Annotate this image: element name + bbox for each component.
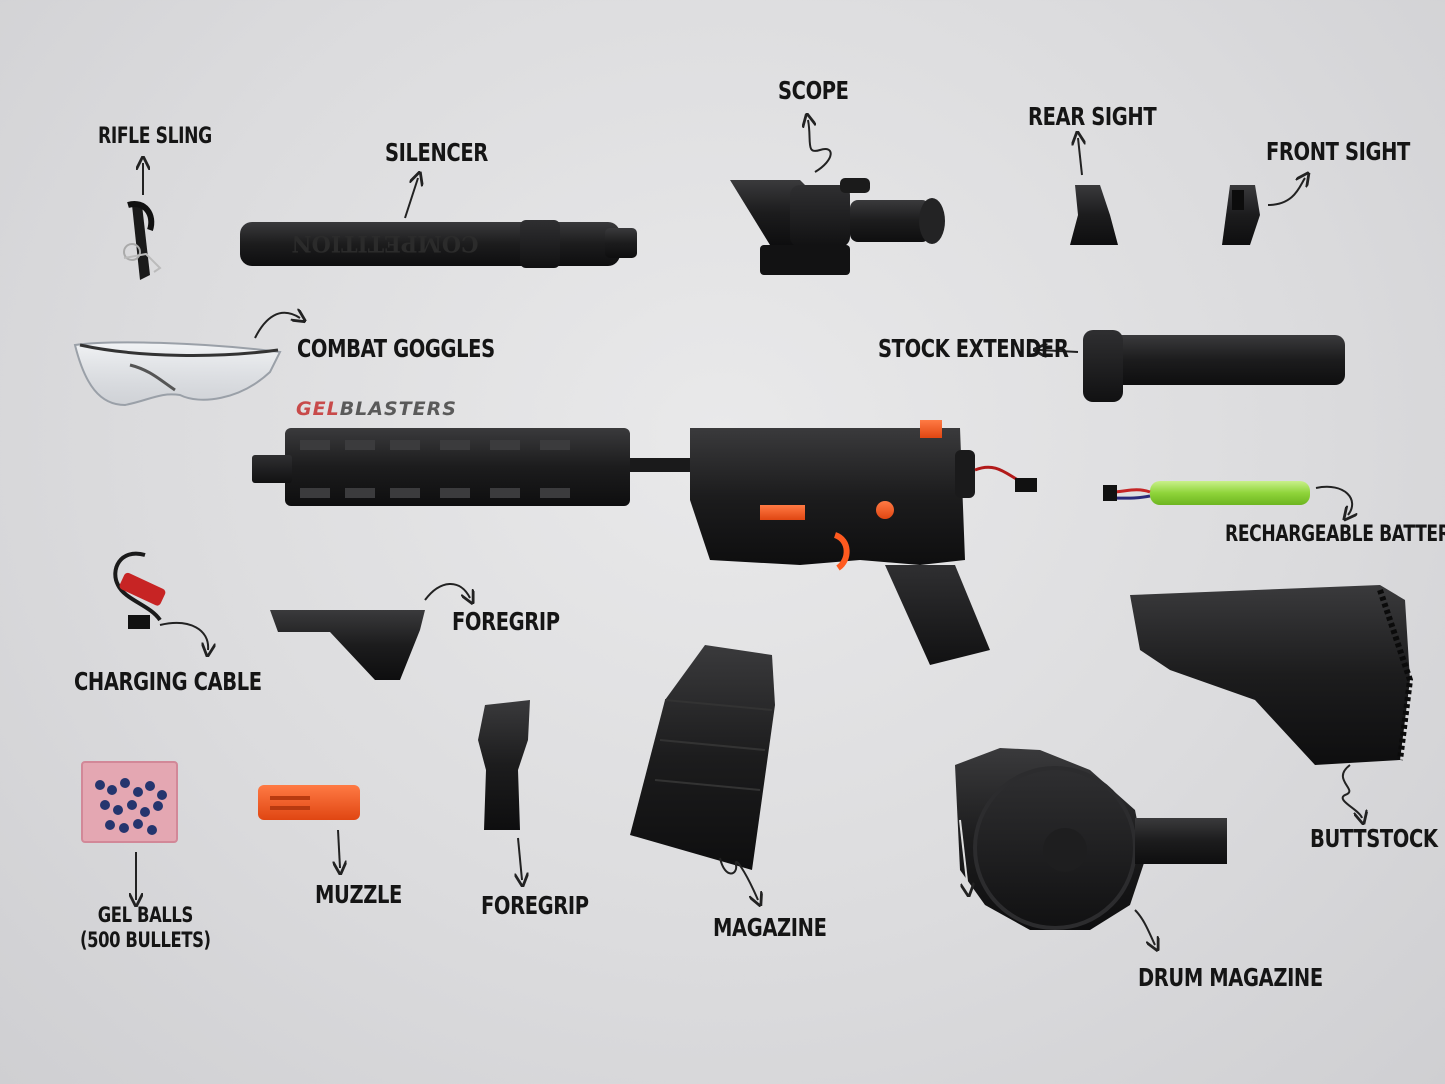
- stock-extender: [1083, 330, 1345, 402]
- label-foregrip-vertical: FOREGRIP: [481, 891, 589, 920]
- box-magazine: [630, 645, 775, 870]
- rear-sight: [1070, 185, 1118, 245]
- blaster-body: [252, 420, 1037, 665]
- label-combat-goggles: COMBAT GOGGLES: [297, 334, 495, 363]
- label-drum-magazine: DRUM MAGAZINE: [1138, 963, 1323, 992]
- charging-cable: [113, 551, 166, 629]
- label-scope: SCOPE: [778, 76, 849, 105]
- label-gel-balls: GEL BALLS (500 BULLETS): [80, 903, 211, 953]
- label-stock-extender: STOCK EXTENDER: [878, 334, 1069, 363]
- rifle-sling: [123, 201, 162, 280]
- scope: [730, 178, 945, 275]
- svg-text:COMPETITION: COMPETITION: [292, 230, 479, 256]
- label-muzzle: MUZZLE: [315, 880, 402, 909]
- buttstock: [1130, 585, 1414, 765]
- muzzle-tip: [258, 785, 360, 820]
- drum-magazine: [955, 748, 1227, 930]
- label-gel-balls-line1: GEL BALLS: [97, 903, 193, 927]
- combat-goggles: [73, 341, 282, 407]
- brand-watermark: GELBLASTERS: [296, 398, 457, 420]
- label-front-sight: FRONT SIGHT: [1266, 137, 1410, 166]
- rechargeable-battery: [1103, 481, 1310, 505]
- front-sight: [1222, 185, 1260, 245]
- label-rear-sight: REAR SIGHT: [1028, 102, 1157, 131]
- label-silencer: SILENCER: [385, 138, 488, 167]
- label-rifle-sling: RIFLE SLING: [98, 124, 212, 149]
- brand-word-1: GEL: [296, 398, 340, 420]
- gel-balls-pack: [81, 761, 178, 843]
- angled-foregrip: [270, 610, 425, 680]
- label-foregrip-angled: FOREGRIP: [452, 607, 560, 636]
- vertical-foregrip: [478, 700, 530, 830]
- label-gel-balls-line2: (500 BULLETS): [80, 928, 211, 952]
- label-rechargeable-battery: RECHARGEABLE BATTERY: [1225, 522, 1445, 547]
- brand-word-2: BLASTERS: [339, 398, 457, 420]
- label-buttstock: BUTTSTOCK: [1310, 824, 1438, 853]
- silencer: COMPETITION: [240, 220, 637, 268]
- label-magazine: MAGAZINE: [713, 913, 827, 942]
- label-charging-cable: CHARGING CABLE: [74, 667, 262, 696]
